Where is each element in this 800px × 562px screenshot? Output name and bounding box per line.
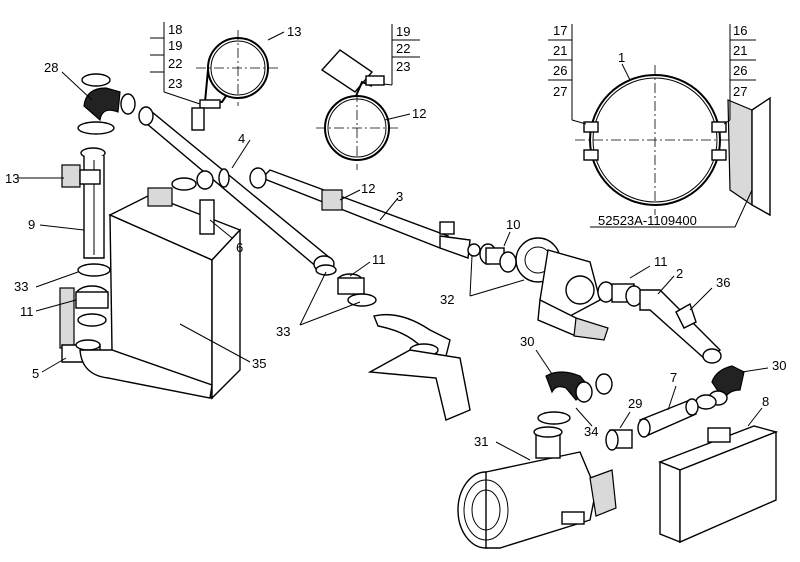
detail-clamp-12 — [316, 24, 420, 170]
callout-2: 2 — [676, 266, 683, 281]
ref-19: 19 — [168, 38, 182, 53]
callout-6: 6 — [236, 240, 243, 255]
callout-13-bracket: 13 — [5, 171, 19, 186]
detail-bracket-1 — [548, 24, 771, 228]
pipe-2-assembly — [597, 265, 722, 364]
callout-3: 3 — [396, 189, 403, 204]
stack-13-refs: 18 19 22 23 — [168, 22, 182, 91]
callout-8: 8 — [762, 394, 769, 409]
elbow-30-left — [535, 349, 613, 403]
ref-22: 22 — [396, 41, 410, 56]
pipe-7-assembly — [537, 385, 699, 451]
callout-10: 10 — [506, 217, 520, 232]
intercooler-35 — [79, 187, 251, 400]
pipe-3 — [249, 167, 471, 259]
ref-23: 23 — [396, 59, 410, 74]
ref-22: 22 — [168, 56, 182, 71]
ref-26: 26 — [553, 63, 567, 78]
callout-31: 31 — [474, 434, 488, 449]
callout-9: 9 — [28, 217, 35, 232]
callout-11-center: 11 — [372, 252, 386, 267]
callout-7: 7 — [670, 370, 677, 385]
sleeve-11-center — [299, 261, 377, 326]
callout-13-detail: 13 — [287, 24, 301, 39]
elbow-30-right — [695, 365, 769, 410]
vertical-pipe-9 — [18, 73, 111, 373]
ref-27: 27 — [733, 84, 747, 99]
ref-16: 16 — [733, 23, 747, 38]
pipe-4 — [138, 106, 335, 273]
stack-12-refs: 19 22 23 — [396, 24, 410, 74]
turbocharger — [467, 231, 609, 341]
callout-28: 28 — [44, 60, 58, 75]
stack-1-right-refs: 16 21 26 27 — [733, 23, 747, 99]
ref-27: 27 — [553, 84, 567, 99]
callout-35: 35 — [252, 356, 266, 371]
callout-12-on-pipe: 12 — [361, 181, 375, 196]
callout-4: 4 — [238, 131, 245, 146]
callout-30-right: 30 — [772, 358, 786, 373]
ref-18: 18 — [168, 22, 182, 37]
callout-33-center: 33 — [276, 324, 290, 339]
radiator-8 — [658, 407, 779, 544]
air-filter-31 — [457, 426, 617, 549]
callout-1: 1 — [618, 50, 625, 65]
callout-12-detail: 12 — [412, 106, 426, 121]
ref-21: 21 — [733, 43, 747, 58]
callout-29: 29 — [628, 396, 642, 411]
ref-26: 26 — [733, 63, 747, 78]
callout-30-left: 30 — [520, 334, 534, 349]
ref-23: 23 — [168, 76, 182, 91]
part-code-label: 52523A-1109400 — [598, 213, 697, 228]
stack-1-left-refs: 17 21 26 27 — [553, 23, 567, 99]
callout-34: 34 — [584, 424, 598, 439]
inlet-hose-stand — [367, 313, 471, 421]
callout-36: 36 — [716, 275, 730, 290]
ref-17: 17 — [553, 23, 567, 38]
elbow-28 — [61, 71, 136, 135]
callout-11-right: 11 — [654, 254, 668, 269]
ref-21: 21 — [553, 43, 567, 58]
callout-33-left: 33 — [14, 279, 28, 294]
detail-clamp-13 — [150, 22, 285, 131]
ref-19: 19 — [396, 24, 410, 39]
callout-11-left: 11 — [20, 304, 34, 319]
callout-5: 5 — [32, 366, 39, 381]
callout-32: 32 — [440, 292, 454, 307]
